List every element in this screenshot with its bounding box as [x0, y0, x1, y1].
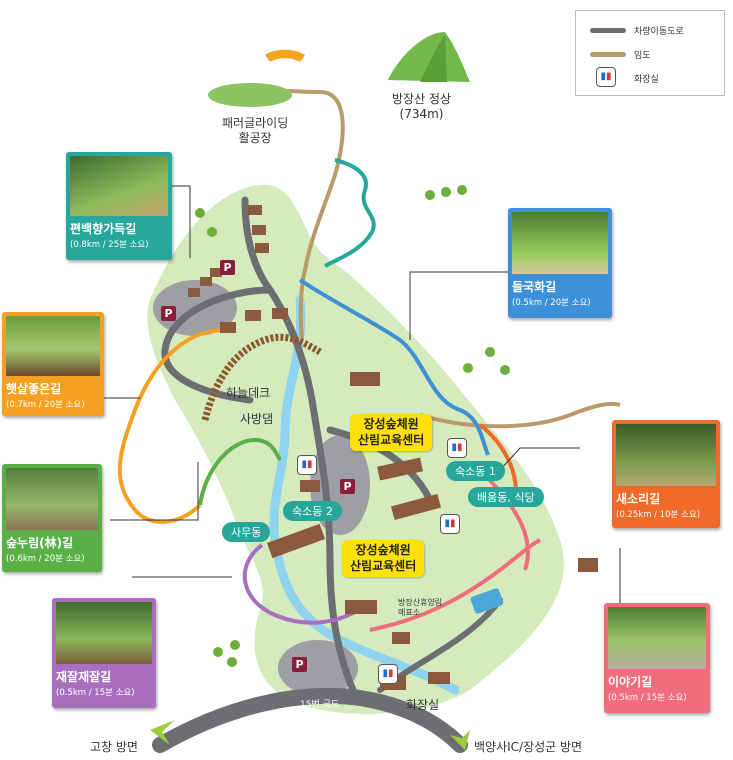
- restroom-icon: ▮▮: [596, 67, 616, 87]
- access-road-east: [326, 426, 434, 504]
- education-center-bubble-top: 장성숲체원 산림교육센터: [350, 414, 433, 452]
- legend-road-label: 차량이동도로: [634, 27, 684, 37]
- trail-card-supnurim[interactable]: 숲누림(林)길 (0.6km / 20분 소요): [2, 464, 102, 572]
- restroom-icon: ▮▮: [378, 664, 398, 684]
- arrow-baekyang-icon: [450, 730, 470, 750]
- arrow-gochang-icon: [150, 720, 175, 745]
- trail-photo: [70, 156, 168, 216]
- paraglider-icon: [265, 49, 305, 62]
- trail-name: 햇살좋은길: [6, 382, 62, 396]
- trail-name: 들국화길: [512, 280, 557, 294]
- paragliding-label: 패러글라이딩 활공장: [222, 116, 289, 145]
- stream: [269, 295, 460, 695]
- main-road: [152, 687, 468, 753]
- trail-info: (0.25km / 10분 소요): [616, 510, 701, 520]
- trail-info: (0.7km / 20분 소요): [6, 400, 85, 410]
- trail-card-jaejal[interactable]: 재잘재잘길 (0.5km / 15분 소요): [52, 598, 156, 708]
- trail-info: (0.5km / 15분 소요): [56, 688, 135, 698]
- restroom-icon: ▮▮: [447, 438, 467, 458]
- trail-name: 새소리길: [616, 492, 661, 506]
- sky-deck-walkway: [201, 333, 322, 421]
- education-center-bubble-bottom: 장성숲체원 산림교육센터: [342, 540, 425, 578]
- trail-name: 이야기길: [608, 675, 653, 689]
- legend-forest-road-label: 임도: [634, 51, 651, 61]
- trail-iyagi-loop: [478, 468, 530, 571]
- trail-card-saesori[interactable]: 새소리길 (0.25km / 10분 소요): [612, 420, 720, 528]
- trail-photo: [616, 424, 716, 486]
- office-pill: 사무동: [222, 522, 271, 542]
- lodging1-pill: 숙소동 1: [446, 461, 505, 481]
- trail-haetsal: [117, 328, 226, 524]
- legend-restroom-label: 화장실: [634, 75, 659, 85]
- trail-photo: [6, 468, 98, 530]
- trees: [195, 185, 510, 667]
- to-baekyang-label: 백양사IC/장성군 방면: [474, 740, 583, 754]
- trail-info: (0.5km / 20분 소요): [512, 298, 591, 308]
- summit-mountain: [388, 32, 470, 82]
- trail-card-pyeonbaek[interactable]: 편백향가득길 (0.8km / 25분 소요): [66, 152, 172, 260]
- legend: 차량이동도로 임도 ▮▮ 화장실: [575, 10, 725, 96]
- trail-name: 숲누림(林)길: [6, 536, 74, 550]
- forest-road-east: [419, 401, 621, 429]
- trail-info: (0.5km / 15분 소요): [608, 693, 687, 703]
- trail-card-haetsal[interactable]: 햇살좋은길 (0.7km / 20분 소요): [2, 312, 104, 416]
- parking-icon: P: [161, 306, 176, 321]
- parking-icon: P: [220, 260, 235, 275]
- to-gochang-label: 고창 방면: [90, 740, 138, 754]
- access-road-loop: [161, 286, 274, 404]
- legend-road-swatch: [590, 28, 626, 33]
- summit-label: 방장산 정상 (734m): [392, 92, 452, 121]
- trail-deulguk: [298, 278, 490, 456]
- pool: [470, 588, 504, 614]
- trail-supnurim: [198, 437, 282, 506]
- restroom-icon: ▮▮: [440, 514, 460, 534]
- lodging-buildings: [188, 205, 598, 690]
- trail-card-iyagi[interactable]: 이야기길 (0.5km / 15분 소요): [604, 603, 710, 713]
- lodging2-pill: 숙소동 2: [283, 501, 342, 521]
- restroom-label: 화장실: [406, 698, 440, 712]
- trail-photo: [6, 316, 100, 376]
- parking-icon: P: [340, 479, 355, 494]
- route-15-label: 15번 국도: [300, 700, 340, 710]
- trail-name: 재잘재잘길: [56, 670, 112, 684]
- trail-info: (0.6km / 20분 소요): [6, 554, 85, 564]
- trail-photo: [608, 607, 706, 669]
- training-dining-pill: 배움동, 식당: [468, 487, 544, 507]
- trail-pyeonbaek: [324, 158, 376, 268]
- store-label: 방장산휴양림 매표소: [398, 598, 443, 617]
- trail-photo: [56, 602, 152, 664]
- trail-name: 편백향가득길: [70, 222, 137, 236]
- trail-jaejal: [242, 543, 356, 625]
- trail-card-deulguk[interactable]: 들국화길 (0.5km / 20분 소요): [508, 208, 612, 318]
- sabang-dam-label: 사방댐: [240, 412, 274, 426]
- access-road: [241, 196, 359, 699]
- paragliding-hill: [208, 83, 292, 107]
- sky-deck-label: 하늘데크: [226, 386, 271, 400]
- trail-info: (0.8km / 25분 소요): [70, 240, 149, 250]
- parking-icon: P: [292, 657, 307, 672]
- restroom-icon: ▮▮: [297, 455, 317, 475]
- legend-forest-road-swatch: [590, 52, 626, 57]
- trail-photo: [512, 212, 608, 274]
